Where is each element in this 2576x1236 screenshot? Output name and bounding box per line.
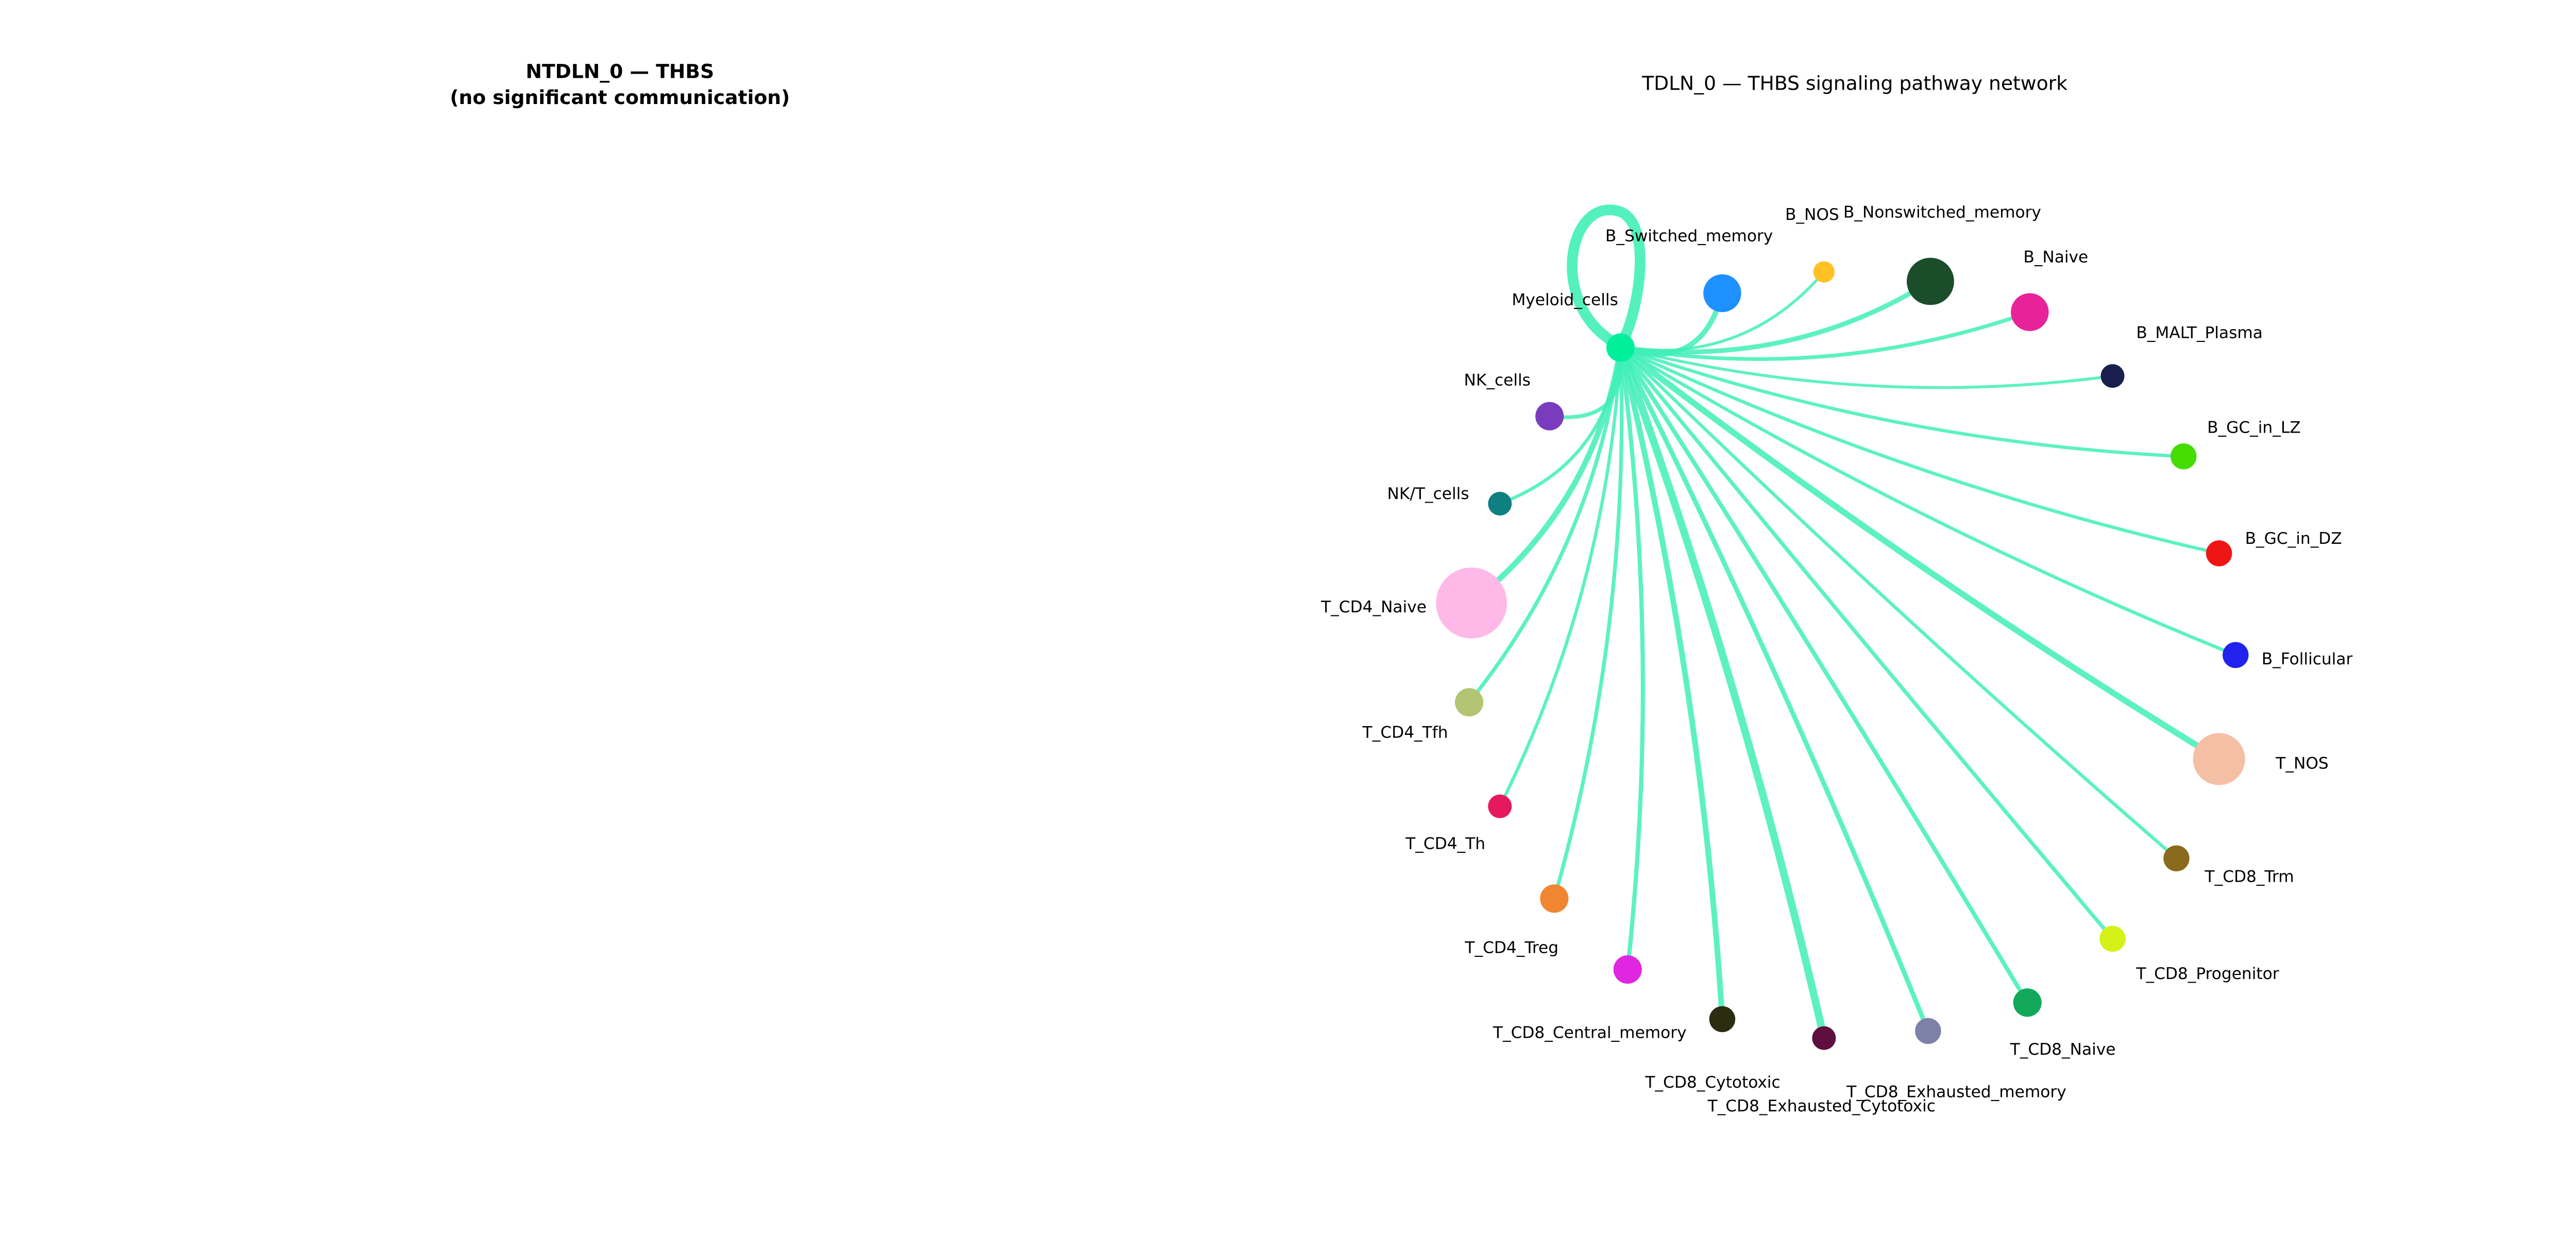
edge-Myeloid_cells-to-B_GC_in_LZ [1619,346,2185,458]
node-label-T_CD8_Progenitor: T_CD8_Progenitor [2136,965,2279,983]
edge-Myeloid_cells-to-T_CD8_Trm [1619,346,2178,860]
edge-Myeloid_cells-to-B_Naive [1618,310,2032,361]
node-label-B_Nonswitched_memory: B_Nonswitched_memory [1843,203,2041,221]
edge-Myeloid_cells-to-T_CD8_Cytotoxic [1617,345,1725,1022]
node-B_Naive [2011,293,2049,331]
node-B_Switched_memory [1703,274,1741,313]
node-label-T_CD8_Naive: T_CD8_Naive [2010,1040,2116,1059]
node-label-B_Follicular: B_Follicular [2262,650,2353,668]
edge-Myeloid_cells-to-B_Nonswitched_memory [1618,279,1933,354]
left-panel-title-line2: (no significant communication) [450,86,790,109]
node-label-B_MALT_Plasma: B_MALT_Plasma [2136,324,2263,342]
panel-center: TDLN_0 — THBS signaling pathway network … [1320,72,2352,1115]
node-label-T_NOS: T_NOS [2275,754,2328,772]
node-T_CD8_Exhausted_memory [1915,1018,1941,1044]
node-T_CD8_Trm [2163,845,2190,871]
node-label-T_CD4_Th: T_CD4_Th [1405,834,1485,853]
edge-Myeloid_cells-to-NK_cells [1548,346,1623,419]
node-label-T_CD8_Central_memory: T_CD8_Central_memory [1493,1024,1687,1042]
panel-left: NTDLN_0 — THBS (no significant communica… [450,60,790,109]
edge-Myeloid_cells-to-B_MALT_Plasma [1619,346,2114,389]
node-label-B_NOS: B_NOS [1785,205,1839,224]
edge-Myeloid_cells-to-T_CD8_Exhausted_Cytotoxic [1617,344,1828,1042]
node-T_CD8_Cytotoxic [1709,1006,1736,1033]
edge-Myeloid_cells-to-B_Follicular [1619,346,2238,657]
node-NK/T_cells [1488,492,1512,516]
node-label-T_CD8_Exhausted_Cytotoxic: T_CD8_Exhausted_Cytotoxic [1707,1097,1936,1115]
node-label-NK/T_cells: NK/T_cells [1387,485,1469,503]
node-label-B_GC_in_LZ: B_GC_in_LZ [2207,418,2300,437]
node-Myeloid_cells [1606,333,1635,362]
edge-Myeloid_cells-to-NK/T_cells [1498,346,1622,506]
node-label-B_Naive: B_Naive [2023,248,2088,267]
edge-Myeloid_cells-self-loop [1567,204,1646,346]
edge-Myeloid_cells-to-T_CD4_Th [1498,346,1622,808]
edge-Myeloid_cells-to-T_CD8_Progenitor [1618,346,2115,941]
node-T_NOS [2193,733,2245,785]
edge-Myeloid_cells-to-T_NOS [1617,344,2223,762]
edge-Myeloid_cells-to-T_CD8_Exhausted_memory [1618,345,1930,1034]
node-label-T_CD8_Cytotoxic: T_CD8_Cytotoxic [1645,1073,1780,1092]
node-T_CD4_Th [1488,794,1512,818]
node-NK_cells [1535,402,1564,431]
node-T_CD8_Progenitor [2099,925,2126,952]
node-label-T_CD8_Exhausted_memory: T_CD8_Exhausted_memory [1846,1083,2066,1101]
node-label-NK_cells: NK_cells [1464,371,1531,389]
node-label-Myeloid_cells: Myeloid_cells [1512,290,1618,309]
node-T_CD8_Exhausted_Cytotoxic [1812,1026,1836,1050]
node-T_CD8_Central_memory [1613,955,1642,984]
node-label-T_CD8_Trm: T_CD8_Trm [2205,868,2294,886]
node-T_CD4_Treg [1540,884,1569,913]
node-T_CD8_Naive [2013,988,2042,1017]
node-T_CD4_Tfh [1455,688,1484,717]
left-panel-title-line1: NTDLN_0 — THBS [526,60,714,83]
node-B_GC_in_LZ [2170,443,2197,470]
node-B_GC_in_DZ [2206,540,2232,566]
node-label-B_Switched_memory: B_Switched_memory [1605,227,1773,245]
edge-Myeloid_cells-to-T_CD8_Central_memory [1618,345,1645,972]
edge-Myeloid_cells-to-B_GC_in_DZ [1619,346,2221,555]
node-label-T_CD4_Treg: T_CD4_Treg [1464,938,1558,957]
node-T_CD4_Naive [1436,567,1507,639]
node-B_Follicular [2222,642,2249,668]
node-label-T_CD4_Naive: T_CD4_Naive [1320,598,1427,616]
edge-Myeloid_cells-to-T_CD4_Tfh [1467,346,1623,705]
edge-Myeloid_cells-to-T_CD8_Naive [1618,345,2030,1005]
node-label-B_GC_in_DZ: B_GC_in_DZ [2245,529,2342,548]
node-B_MALT_Plasma [2100,364,2125,388]
node-B_Nonswitched_memory [1907,258,1954,305]
edge-Myeloid_cells-to-T_CD4_Treg [1552,346,1624,901]
node-B_NOS [1813,261,1835,283]
center-panel-title: TDLN_0 — THBS signaling pathway network [1641,72,2067,94]
node-label-T_CD4_Tfh: T_CD4_Tfh [1362,724,1448,742]
